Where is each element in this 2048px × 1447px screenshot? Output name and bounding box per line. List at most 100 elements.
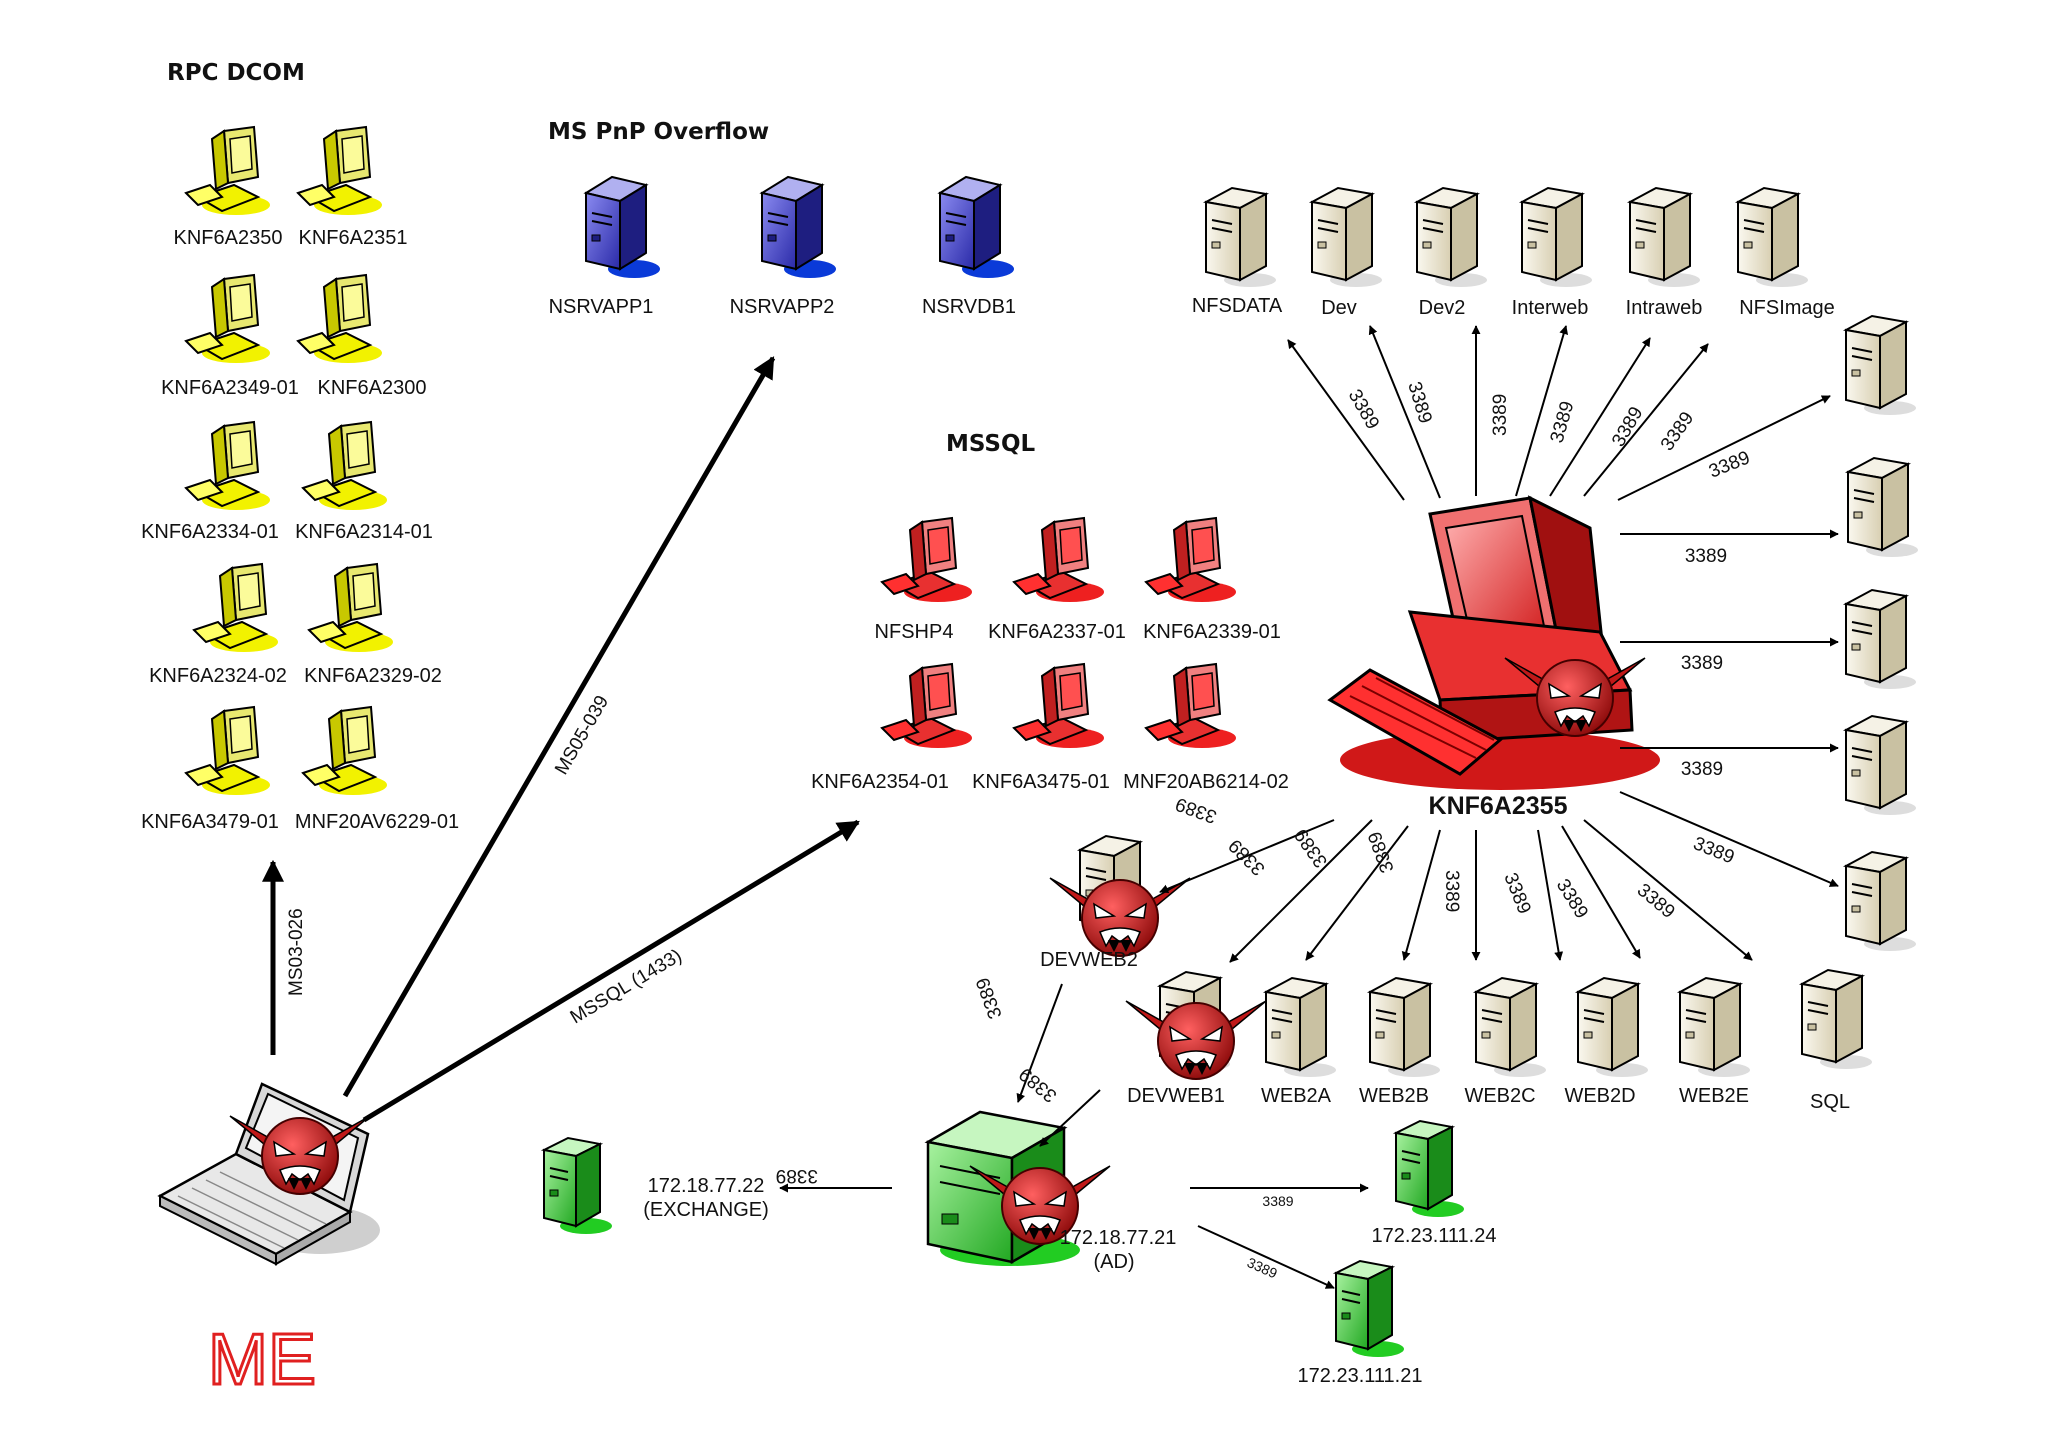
- yellow-pc-icon[interactable]: [185, 706, 271, 796]
- beige-server-icon[interactable]: [1737, 187, 1809, 288]
- exchange-role-label: (EXCHANGE): [643, 1199, 769, 1221]
- svg-text:3389: 3389: [1225, 835, 1270, 880]
- svg-text:3389: 3389: [1173, 793, 1220, 827]
- server-label: WEB2C: [1464, 1085, 1535, 1107]
- beige-server-icon[interactable]: [1845, 315, 1917, 416]
- blue-server-icon[interactable]: [761, 176, 837, 279]
- host-label: KNF6A2329-02: [304, 665, 442, 687]
- beige-server-icon[interactable]: [1265, 977, 1337, 1078]
- yellow-pc-icon[interactable]: [185, 126, 271, 216]
- svg-text:3389: 3389: [1262, 1193, 1293, 1209]
- green-server-icon[interactable]: [1395, 1120, 1465, 1218]
- ad-server[interactable]: [924, 1110, 1111, 1266]
- svg-text:3389: 3389: [776, 1165, 818, 1186]
- server-label: WEB2D: [1564, 1085, 1635, 1107]
- yellow-pc-icon[interactable]: [193, 563, 279, 653]
- yellow-pc-icon[interactable]: [297, 126, 383, 216]
- ad-role-label: (AD): [1093, 1251, 1134, 1273]
- exploit-label: MS03-026: [286, 908, 307, 996]
- host-label: KNF6A2334-01: [141, 521, 279, 543]
- beige-server-icon[interactable]: [1521, 187, 1593, 288]
- beige-server-icon[interactable]: [1311, 187, 1383, 288]
- host-label: KNF6A2350: [174, 227, 283, 249]
- svg-text:3389: 3389: [1552, 876, 1592, 923]
- server-label: NSRVDB1: [922, 296, 1016, 318]
- beige-server-icon[interactable]: [1205, 187, 1277, 288]
- rpc-dcom-heading: RPC DCOM: [167, 60, 305, 86]
- blue-server-icon[interactable]: [939, 176, 1015, 279]
- server-label: Intraweb: [1626, 297, 1703, 319]
- red-pc-icon[interactable]: [1013, 663, 1105, 749]
- server-label: DEVWEB2: [1040, 949, 1138, 971]
- beige-server-icon[interactable]: [1801, 969, 1873, 1070]
- server-label: SQL: [1810, 1091, 1850, 1113]
- server-ip-label: 172.23.111.21: [1298, 1365, 1423, 1387]
- host-label: KNF6A2324-02: [149, 665, 287, 687]
- central-host[interactable]: [1327, 495, 1660, 790]
- host-label: KNF6A2314-01: [295, 521, 433, 543]
- red-pc-icon[interactable]: [1145, 663, 1237, 749]
- attacker-laptop[interactable]: [157, 1082, 380, 1266]
- server-label: WEB2E: [1679, 1085, 1749, 1107]
- yellow-pc-icon[interactable]: [302, 421, 388, 511]
- host-label: KNF6A3475-01: [972, 771, 1110, 793]
- svg-text:3389: 3389: [1681, 653, 1723, 674]
- right-server-column: [1845, 315, 1919, 952]
- server-label: NFSImage: [1739, 297, 1835, 319]
- beige-server-icon[interactable]: [1679, 977, 1751, 1078]
- beige-server-icon[interactable]: [1845, 715, 1917, 816]
- beige-server-icon[interactable]: [1475, 977, 1547, 1078]
- beige-server-icon[interactable]: [1629, 187, 1701, 288]
- svg-text:3389: 3389: [1657, 408, 1698, 455]
- svg-text:3389: 3389: [1441, 870, 1462, 912]
- server-ip-label: 172.23.111.24: [1372, 1225, 1497, 1247]
- exchange-ip-label: 172.18.77.22: [648, 1175, 765, 1197]
- yellow-pc-icon[interactable]: [185, 421, 271, 511]
- yellow-pc-icon[interactable]: [297, 274, 383, 364]
- svg-text:3389: 3389: [1291, 824, 1332, 871]
- exploit-label: MS05-039: [551, 692, 613, 778]
- svg-text:3389: 3389: [1681, 759, 1723, 780]
- server-label: DEVWEB1: [1127, 1085, 1225, 1107]
- yellow-pc-icon[interactable]: [302, 706, 388, 796]
- svg-text:3389: 3389: [1490, 394, 1511, 436]
- host-label: KNF6A2349-01: [161, 377, 299, 399]
- red-pc-icon[interactable]: [881, 663, 973, 749]
- beige-server-icon[interactable]: [1845, 851, 1917, 952]
- port-labels: 3389 3389 3389 3389 3389 3389 3389 3389 …: [776, 379, 1753, 1281]
- host-label: MNF20AV6229-01: [295, 811, 459, 833]
- server-label: WEB2B: [1359, 1085, 1429, 1107]
- yellow-pc-icon[interactable]: [308, 563, 394, 653]
- central-host-label: KNF6A2355: [1429, 792, 1568, 820]
- rpc-dcom-group: KNF6A2350 KNF6A2351 KNF6A2349-01 KNF6A23…: [141, 126, 459, 833]
- beige-server-icon[interactable]: [1369, 977, 1441, 1078]
- host-label: NFSHP4: [875, 621, 954, 643]
- red-pc-icon[interactable]: [1013, 517, 1105, 603]
- rdp-arrows: [779, 325, 1839, 1289]
- svg-text:3389: 3389: [1365, 829, 1399, 876]
- virus-icon: [1125, 1000, 1267, 1080]
- red-pc-icon[interactable]: [1145, 517, 1237, 603]
- host-label: KNF6A2337-01: [988, 621, 1126, 643]
- beige-server-icon[interactable]: [1577, 977, 1649, 1078]
- host-label: KNF6A3479-01: [141, 811, 279, 833]
- host-label: KNF6A2354-01: [811, 771, 949, 793]
- arrow-mssql: [362, 819, 860, 1123]
- svg-text:3389: 3389: [1499, 870, 1534, 917]
- yellow-pc-icon[interactable]: [185, 274, 271, 364]
- green-server-icon[interactable]: [1335, 1260, 1405, 1358]
- server-label: Interweb: [1512, 297, 1589, 319]
- ms-pnp-heading: MS PnP Overflow: [548, 119, 769, 145]
- beige-server-icon[interactable]: [1845, 589, 1917, 690]
- beige-server-icon[interactable]: [1416, 187, 1488, 288]
- arrow-ms05: [342, 356, 776, 1098]
- svg-text:3389: 3389: [1633, 880, 1679, 923]
- green-server-icon[interactable]: [543, 1137, 613, 1235]
- red-pc-icon[interactable]: [881, 517, 973, 603]
- me-label: ME: [208, 1320, 316, 1400]
- server-label: Dev: [1321, 297, 1357, 319]
- server-label: WEB2A: [1261, 1085, 1332, 1107]
- beige-server-icon[interactable]: [1847, 457, 1919, 558]
- blue-server-icon[interactable]: [585, 176, 661, 279]
